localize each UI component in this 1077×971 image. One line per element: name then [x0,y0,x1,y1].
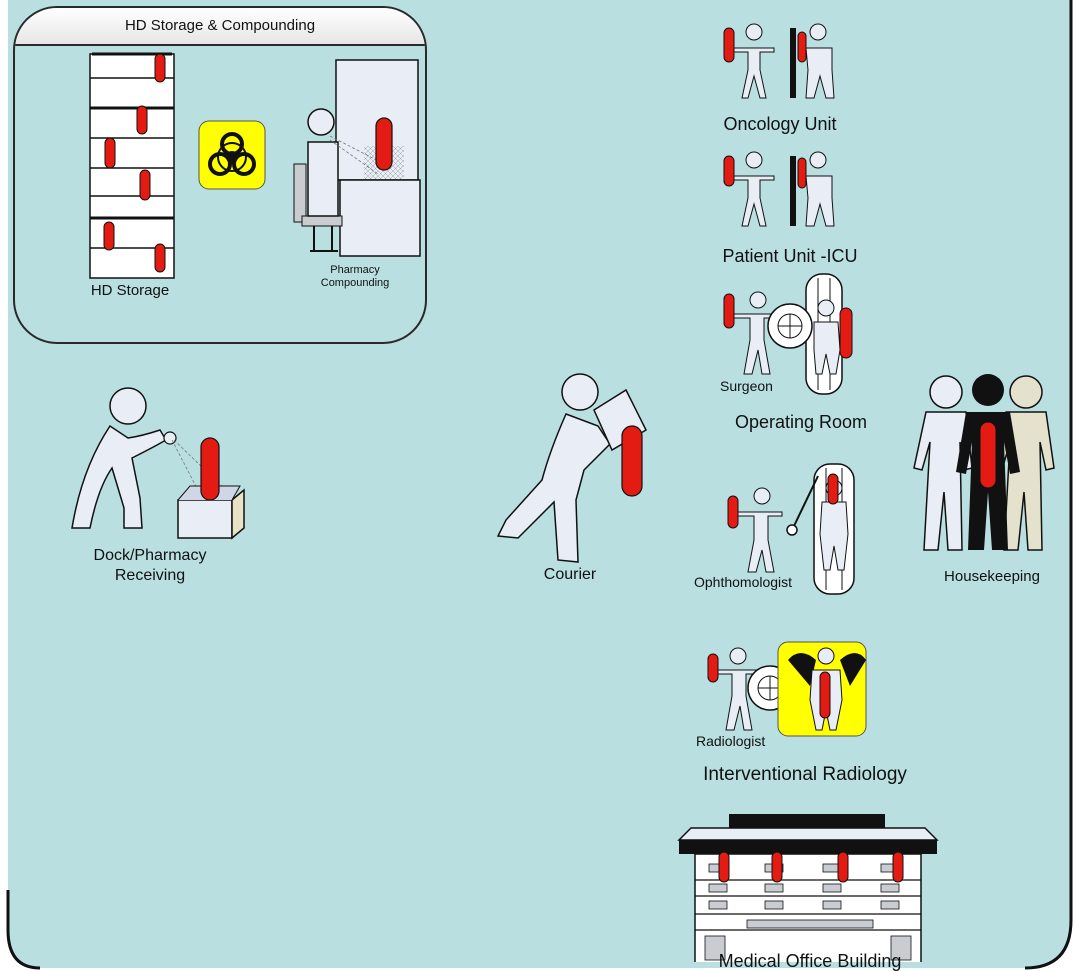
housekeeping-illustration [913,374,1055,551]
oncology-unit-illustration [723,23,835,99]
pharmacy-compounding-illustration [293,59,421,257]
operating-room-illustration [723,273,853,395]
pharmacy-compounding-label: Pharmacy Compounding [320,264,390,289]
courier-label: Courier [543,566,597,583]
ophthomologist-label: Ophthomologist [694,574,793,590]
patient-unit-icu-illustration [723,151,835,227]
dock-receiving-illustration [71,387,245,540]
hd-storage-label: HD Storage [90,282,170,299]
housekeeping-label: Housekeeping [944,568,1040,585]
radiology-illustration [707,641,867,737]
hd-storage-shelving [89,52,175,279]
building-icon [677,814,939,962]
biohazard-icon [198,120,266,190]
medical-office-building-label: Medical Office Building [718,951,902,971]
radiologist-label: Radiologist [696,733,766,749]
courier-illustration [496,373,647,563]
group-title: HD Storage & Compounding [15,8,425,46]
patient-unit-icu-label: Patient Unit -ICU [722,246,858,266]
oncology-unit-label: Oncology Unit [723,114,837,134]
operating-room-label: Operating Room [734,412,868,432]
ophthalmology-illustration [727,463,855,595]
interventional-radiology-label: Interventional Radiology [703,764,907,785]
surgeon-label: Surgeon [720,378,773,394]
dock-receiving-label: Dock/Pharmacy Receiving [93,547,207,584]
